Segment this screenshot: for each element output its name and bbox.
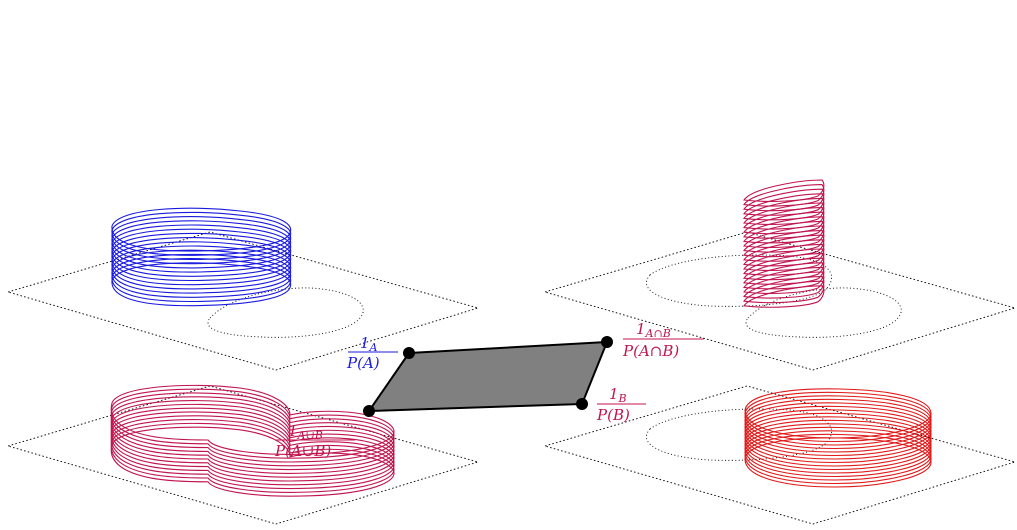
panel-b: [543, 385, 1017, 525]
stack-intersection-layer: [743, 202, 825, 225]
stack-intersection-layer: [743, 276, 825, 299]
label-intersection-num: 1: [636, 320, 646, 338]
stack-intersection-layer: [743, 188, 825, 212]
stack-a-layer: [111, 237, 292, 282]
stack-a-layer: [111, 228, 292, 273]
label-union-num: 1: [288, 422, 298, 440]
stack-b-layer: [744, 409, 932, 460]
stack-union-layer: [110, 426, 395, 497]
stack-b-layer: [744, 395, 932, 446]
stack-a: [111, 207, 292, 307]
stack-b-layer: [744, 437, 932, 488]
stack-union: [110, 384, 395, 497]
stack-a-layer: [111, 232, 292, 277]
simplex: [363, 336, 613, 417]
stack-intersection-layer: [743, 280, 825, 304]
stack-intersection-layer: [743, 179, 825, 202]
label-b: 1B P(B): [596, 385, 646, 424]
stack-intersection-layer: [743, 257, 825, 281]
footprint-a-on-b: [646, 408, 832, 461]
stack-union-layer: [110, 419, 395, 490]
stack-b-layer: [744, 426, 932, 478]
stack-b-layer: [744, 430, 932, 481]
stack-b-layer: [744, 388, 932, 439]
stack-b-layer: [744, 402, 932, 453]
vertex-union: [363, 405, 375, 417]
stack-intersection-layer: [743, 225, 825, 248]
stack-union-layer: [110, 400, 395, 471]
stack-intersection-layer: [743, 230, 825, 253]
stack-union-layer: [110, 388, 395, 459]
stack-union-layer: [110, 415, 395, 486]
svg-text:1A∪B: 1A∪B: [288, 422, 323, 442]
stack-union-layer: [110, 422, 395, 493]
label-union-sub: A∪B: [297, 429, 323, 442]
label-a-num: 1: [360, 334, 370, 352]
svg-text:1A: 1A: [360, 334, 378, 354]
stack-b-layer: [744, 423, 932, 474]
stack-intersection-layer: [743, 220, 825, 244]
stack-a-layer: [111, 245, 292, 290]
stack-a-layer: [111, 241, 292, 286]
stack-a-layer: [111, 211, 292, 256]
label-a: 1A P(A): [346, 334, 398, 372]
svg-text:1A∩B: 1A∩B: [636, 320, 671, 340]
stack-intersection-layer: [743, 266, 825, 290]
stack-union-layer: [110, 392, 395, 463]
stack-intersection-layer: [743, 197, 825, 221]
panel-intersection: [543, 179, 1017, 371]
stack-b-layer: [744, 433, 932, 485]
label-intersection: 1A∩B P(A∩B): [622, 320, 704, 360]
vertex-a: [403, 347, 415, 359]
footprint-b-on-intersection: [745, 287, 902, 338]
stack-intersection-layer: [743, 234, 825, 258]
stack-b: [744, 388, 932, 488]
stack-a-layer: [111, 220, 292, 265]
label-b-den: P(B): [596, 406, 630, 424]
stack-union-layer: [110, 384, 395, 455]
label-union-den: P(A∪B): [274, 442, 331, 460]
stack-b-layer: [744, 416, 932, 467]
svg-text:1B: 1B: [609, 385, 627, 405]
stack-a-layer: [111, 216, 292, 261]
stack-union-layer: [110, 411, 395, 482]
stack-intersection-layer: [743, 248, 825, 271]
label-b-sub: B: [618, 392, 627, 405]
stack-intersection-layer: [743, 239, 825, 262]
stack-union-layer: [110, 396, 395, 467]
stack-b-layer: [744, 419, 932, 471]
stack-b-layer: [744, 405, 932, 457]
stack-b-layer: [744, 398, 932, 450]
stack-intersection-layer: [743, 243, 825, 267]
label-intersection-sub: A∩B: [645, 327, 671, 340]
stack-union-layer: [110, 403, 395, 474]
panel-a: [6, 207, 480, 371]
stack-a-layer: [111, 207, 292, 252]
stack-union-layer: [110, 407, 395, 478]
vertex-b: [576, 398, 588, 410]
stack-intersection-layer: [743, 253, 825, 276]
stack-intersection-layer: [743, 184, 825, 207]
vertex-intersection: [601, 336, 613, 348]
label-a-sub: A: [369, 341, 378, 354]
stack-intersection-layer: [743, 211, 825, 235]
stack-a-layer: [111, 224, 292, 269]
stack-intersection: [743, 179, 825, 308]
stack-intersection-layer: [743, 285, 825, 308]
label-union: 1A∪B P(A∪B): [274, 422, 355, 460]
stack-intersection-layer: [743, 271, 825, 294]
stack-intersection-layer: [743, 216, 825, 239]
label-intersection-den: P(A∩B): [622, 342, 679, 360]
panel-union: [6, 384, 480, 525]
stack-intersection-layer: [743, 207, 825, 230]
label-b-num: 1: [609, 385, 619, 403]
stack-b-layer: [744, 391, 932, 443]
stack-intersection-layer: [743, 262, 825, 285]
label-a-den: P(A): [346, 354, 380, 372]
footprint-a-on-intersection: [646, 254, 832, 307]
plane-intersection: [543, 231, 1017, 371]
stack-intersection-layer: [743, 193, 825, 216]
stack-b-layer: [744, 412, 932, 464]
